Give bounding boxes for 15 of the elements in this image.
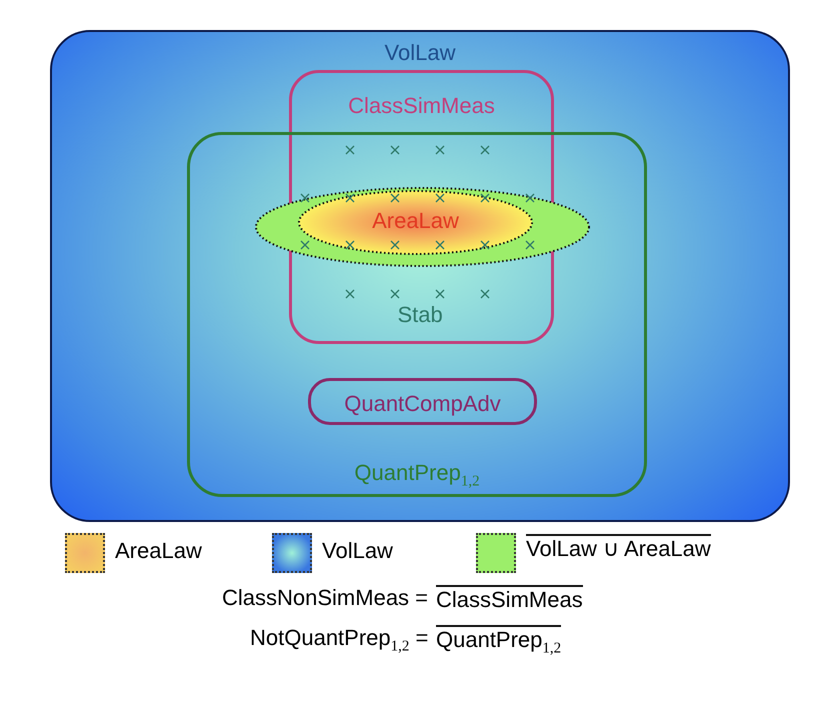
set-label: VolLaw <box>384 40 456 65</box>
legend-label: VolLaw <box>322 538 393 564</box>
set-box <box>308 378 537 425</box>
set-ellipse <box>298 190 533 255</box>
equation-text: ClassNonSimMeas = <box>222 585 428 611</box>
equation-text: ClassSimMeas <box>436 585 583 613</box>
legend-label: VolLaw ∪ AreaLaw <box>526 534 711 562</box>
set-label: QuantCompAdv <box>344 391 501 416</box>
set-label: Stab <box>398 302 443 328</box>
universe-set-box <box>50 30 790 522</box>
legend-label: AreaLaw <box>115 538 202 564</box>
set-label: AreaLaw <box>372 208 459 233</box>
equation-text: NotQuantPrep$_{1,2}$ = <box>250 625 428 656</box>
equation-text: QuantPrep$_{1,2}$ <box>436 625 562 662</box>
set-label: ClassSimMeas <box>348 93 495 118</box>
